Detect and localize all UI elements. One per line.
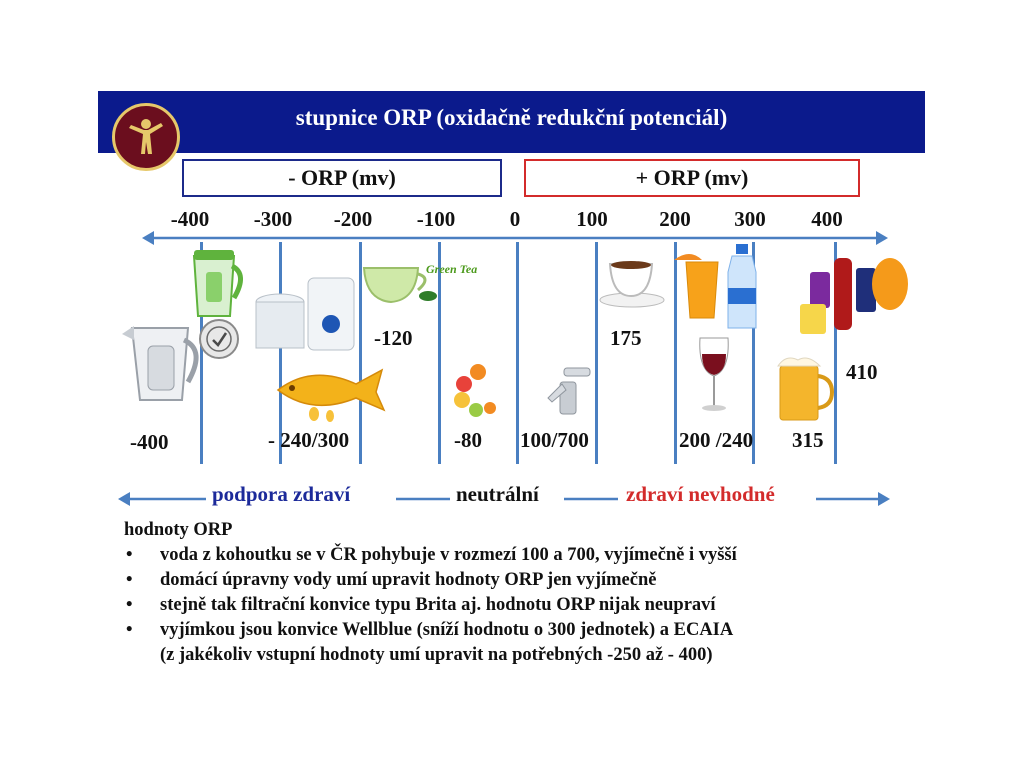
notes-bullet: voda z kohoutku se v ČR pohybuje v rozme… xyxy=(124,543,924,568)
scale-gridline xyxy=(359,242,362,464)
orp-value-soft-drinks: 410 xyxy=(846,360,878,384)
notes-bullet: stejně tak filtrační konvice typu Brita … xyxy=(124,593,924,618)
scale-gridline xyxy=(516,242,519,464)
wine-glass-icon xyxy=(699,337,729,411)
notes-bullet: vyjímkou jsou konvice Wellblue (sníží ho… xyxy=(124,618,924,643)
water-bottle-icon xyxy=(727,244,757,329)
juice-glass-icon xyxy=(674,254,719,319)
scale-gridline xyxy=(752,242,755,464)
fruit-vegetable-icon xyxy=(454,364,496,417)
scale-tick: -400 xyxy=(170,207,210,231)
scale-tick: -300 xyxy=(253,207,293,231)
beer-mug-icon xyxy=(777,357,834,421)
scale-tick: 300 xyxy=(734,207,766,231)
notes-list: voda z kohoutku se v ČR pohybuje v rozme… xyxy=(124,543,924,643)
green-tea-cup-icon xyxy=(362,267,437,304)
negative-orp-box: - ORP (mv) xyxy=(182,159,502,197)
scale-gridline xyxy=(200,242,203,464)
health-zone-axis xyxy=(118,492,890,506)
positive-orp-box: + ORP (mv) xyxy=(524,159,860,197)
water-filter-unit-icon xyxy=(255,277,355,351)
page-title: stupnice ORP (oxidačně redukční potenciá… xyxy=(295,105,728,130)
orp-value-beer: 315 xyxy=(792,428,824,452)
soft-drinks-icon xyxy=(800,258,908,334)
vitality-figure-logo xyxy=(112,103,180,171)
title-banner: stupnice ORP (oxidačně redukční potenciá… xyxy=(98,91,925,153)
orp-value-fruit: -80 xyxy=(454,428,482,452)
filter-jug-icon xyxy=(192,250,243,317)
orp-value-tap-water: 100/700 xyxy=(520,428,589,452)
fish-oil-icon xyxy=(276,368,386,422)
zone-healthy: podpora zdraví xyxy=(212,482,351,506)
orp-value-pitcher: -400 xyxy=(130,430,169,454)
scale-gridline xyxy=(279,242,282,464)
water-faucet-icon xyxy=(547,367,591,415)
scale-tick: 0 xyxy=(509,207,521,231)
zone-neutral: neutrální xyxy=(456,482,539,506)
scale-tick: -200 xyxy=(333,207,373,231)
orp-notes: hodnoty ORP voda z kohoutku se v ČR pohy… xyxy=(124,518,924,668)
notes-bullet: domácí úpravny vody umí upravit hodnoty … xyxy=(124,568,924,593)
orp-value-fish-oil: - 240/300 xyxy=(268,428,350,452)
scale-tick: 400 xyxy=(811,207,843,231)
scale-gridline xyxy=(674,242,677,464)
scale-tick: 200 xyxy=(659,207,691,231)
scale-gridline xyxy=(834,242,837,464)
orp-scale-axis xyxy=(142,231,888,245)
orp-value-coffee: 175 xyxy=(610,326,642,350)
green-tea-label: Green Tea xyxy=(426,262,478,276)
coffee-cup-icon xyxy=(599,261,665,308)
scale-tick: 100 xyxy=(576,207,608,231)
orp-value-green-tea: -120 xyxy=(374,326,413,350)
notes-heading: hodnoty ORP xyxy=(124,520,233,540)
water-pitcher-icon xyxy=(122,326,199,401)
scale-tick: -100 xyxy=(416,207,456,231)
orp-value-wine: 200 /240 xyxy=(679,428,754,452)
scale-gridline xyxy=(438,242,441,464)
certificate-seal-icon xyxy=(199,319,239,359)
zone-unhealthy: zdraví nevhodné xyxy=(626,482,775,506)
scale-gridline xyxy=(595,242,598,464)
notes-continuation: (z jakékoliv vstupní hodnoty umí upravit… xyxy=(160,645,713,665)
